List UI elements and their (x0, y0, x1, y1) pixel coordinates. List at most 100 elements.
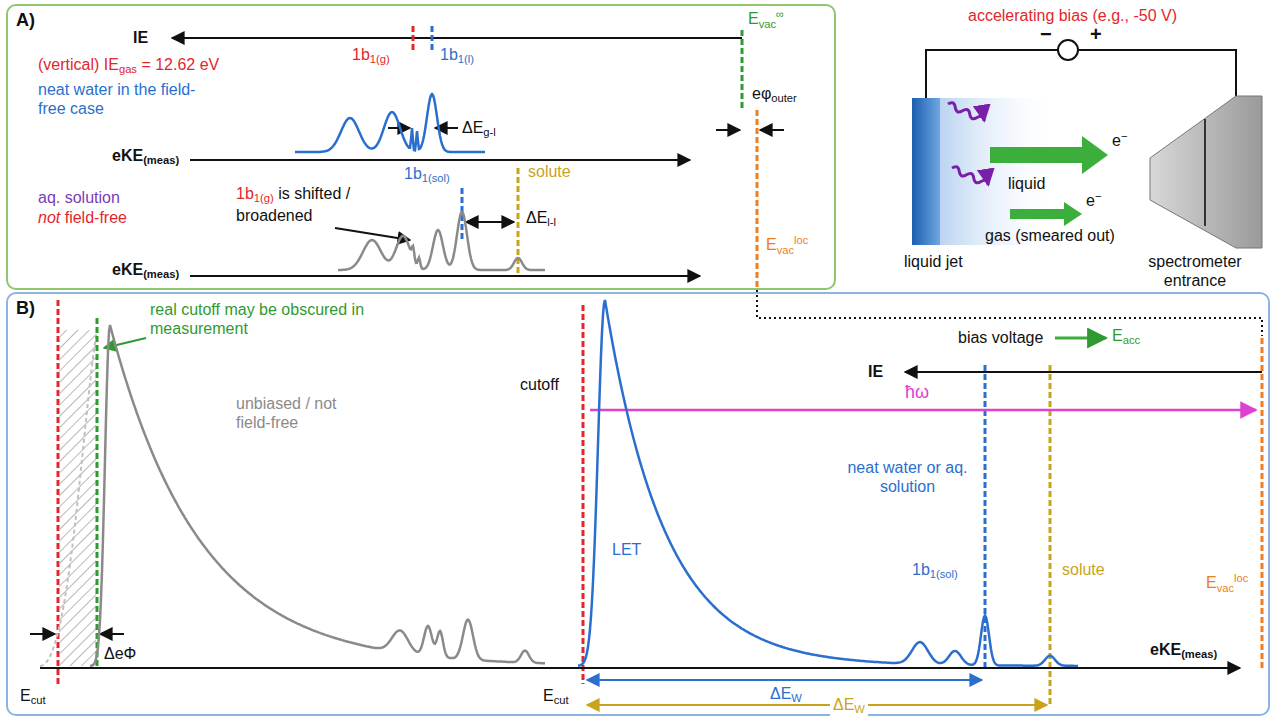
energy-difference: ΔEW (830, 695, 868, 717)
text-run: 1(g) (254, 192, 274, 204)
line-shape (100, 633, 124, 635)
line-shape (1261, 338, 1264, 668)
path-shape (951, 165, 990, 187)
line-shape (30, 633, 55, 635)
axis-label: IE (133, 28, 148, 47)
line-shape (190, 275, 700, 277)
line-shape (741, 30, 744, 108)
line-shape (40, 667, 1240, 669)
axis-label: eKE(meas) (1150, 640, 1217, 662)
line-shape (412, 26, 415, 52)
text-run: W (854, 703, 865, 715)
path-shape (40, 330, 97, 666)
line-shape (1204, 119, 1206, 226)
text-run: vac (759, 18, 776, 30)
ie-gas-note: (vertical) IEgas = 12.62 eV (38, 55, 219, 77)
circle-shape (1058, 40, 1078, 60)
spectrum-label: neat water in the field-free case (38, 80, 213, 118)
text-run: 1b (236, 185, 254, 202)
axis-label: eKE(meas) (112, 146, 179, 168)
cutoff-label: Ecut (543, 686, 569, 708)
path-shape (578, 300, 1078, 666)
polygon-shape (990, 136, 1108, 174)
line-shape (104, 338, 146, 348)
solute-label: solute (1062, 560, 1105, 579)
panel-b: B) (6, 292, 1270, 716)
line-shape (466, 221, 514, 223)
spectrum-label: aq. solution (38, 188, 120, 207)
rect-shape (940, 98, 1060, 245)
let-label: LET (612, 540, 641, 559)
line-shape (335, 228, 410, 240)
text-run: (meas) (1181, 648, 1217, 660)
path-shape (295, 94, 485, 152)
line-shape (756, 110, 759, 290)
electron-source: gas (smeared out) (985, 226, 1115, 245)
polarity-sign: − (1040, 22, 1052, 46)
line-shape (905, 371, 1262, 373)
solute-label: solute (528, 162, 571, 181)
vacuum-level: Evacloc (1206, 572, 1248, 595)
polyline-shape (1078, 50, 1236, 96)
line-shape (582, 305, 585, 684)
text-run: l-l (547, 216, 556, 228)
text-run: − (1095, 190, 1102, 202)
text-run: 1(g) (370, 53, 390, 65)
cutoff-label: Ecut (20, 686, 46, 708)
polygon-shape (1010, 202, 1082, 226)
electron-label: e− (1112, 130, 1127, 150)
shift-label: ΔEl-l (526, 208, 556, 230)
peak-label: 1b1(l) (440, 45, 474, 67)
line-shape (190, 159, 690, 161)
line-shape (590, 409, 1256, 412)
polygon-shape (1150, 96, 1262, 248)
electron-label: e− (1086, 190, 1101, 210)
line-shape (1055, 337, 1106, 340)
spectrum-label: unbiased / not field-free (236, 394, 366, 432)
text-run: vac (777, 244, 794, 256)
line-shape (760, 129, 784, 131)
text-run: (meas) (143, 268, 179, 280)
peak-label: 1b1(sol) (912, 560, 958, 582)
axis-label: IE (868, 362, 883, 381)
cutoff-label: cutoff (520, 375, 559, 394)
spectrum-label: neat water or aq. solution (830, 458, 985, 496)
part-name: liquid jet (904, 252, 963, 271)
text-run: loc (1234, 572, 1248, 584)
panel-letter: A) (8, 6, 43, 35)
text-run: g-l (483, 126, 495, 138)
energy-label: Eacc (1112, 326, 1140, 348)
path-shape (947, 101, 986, 123)
electron-source: liquid (1008, 174, 1045, 193)
text-run: acc (1123, 334, 1140, 346)
part-name: spectrometer entrance (1125, 252, 1265, 290)
text-run: (meas) (143, 154, 179, 166)
text-run: 1(l) (458, 53, 474, 65)
text-run: − (1121, 130, 1128, 142)
path-shape (338, 212, 545, 270)
line-shape (172, 37, 742, 39)
text-run: 1(sol) (930, 568, 958, 580)
text-run: gas (119, 63, 137, 75)
text-run: outer (771, 92, 797, 104)
shift-label: ΔeΦ (104, 644, 136, 663)
bias-label: accelerating bias (e.g., -50 V) (968, 6, 1177, 25)
note: real cutoff may be obscured in measureme… (150, 300, 400, 338)
energy-difference: ΔEW (770, 684, 802, 706)
text-run: 1(sol) (422, 172, 450, 184)
text-run: loc (794, 234, 808, 246)
peak-label: 1b1(g) (352, 45, 390, 67)
line-shape (96, 318, 99, 668)
rect-shape (912, 98, 940, 245)
line-shape (431, 26, 434, 52)
line-shape (587, 704, 1047, 706)
panel-letter: B) (8, 294, 43, 323)
photon-energy: ħω (905, 382, 929, 404)
text-run: ∞ (776, 8, 784, 20)
spectrum-label: not field-free (38, 208, 127, 227)
text-run: cut (31, 694, 46, 706)
line-shape (1049, 365, 1052, 705)
work-function-label: eφouter (752, 84, 797, 106)
